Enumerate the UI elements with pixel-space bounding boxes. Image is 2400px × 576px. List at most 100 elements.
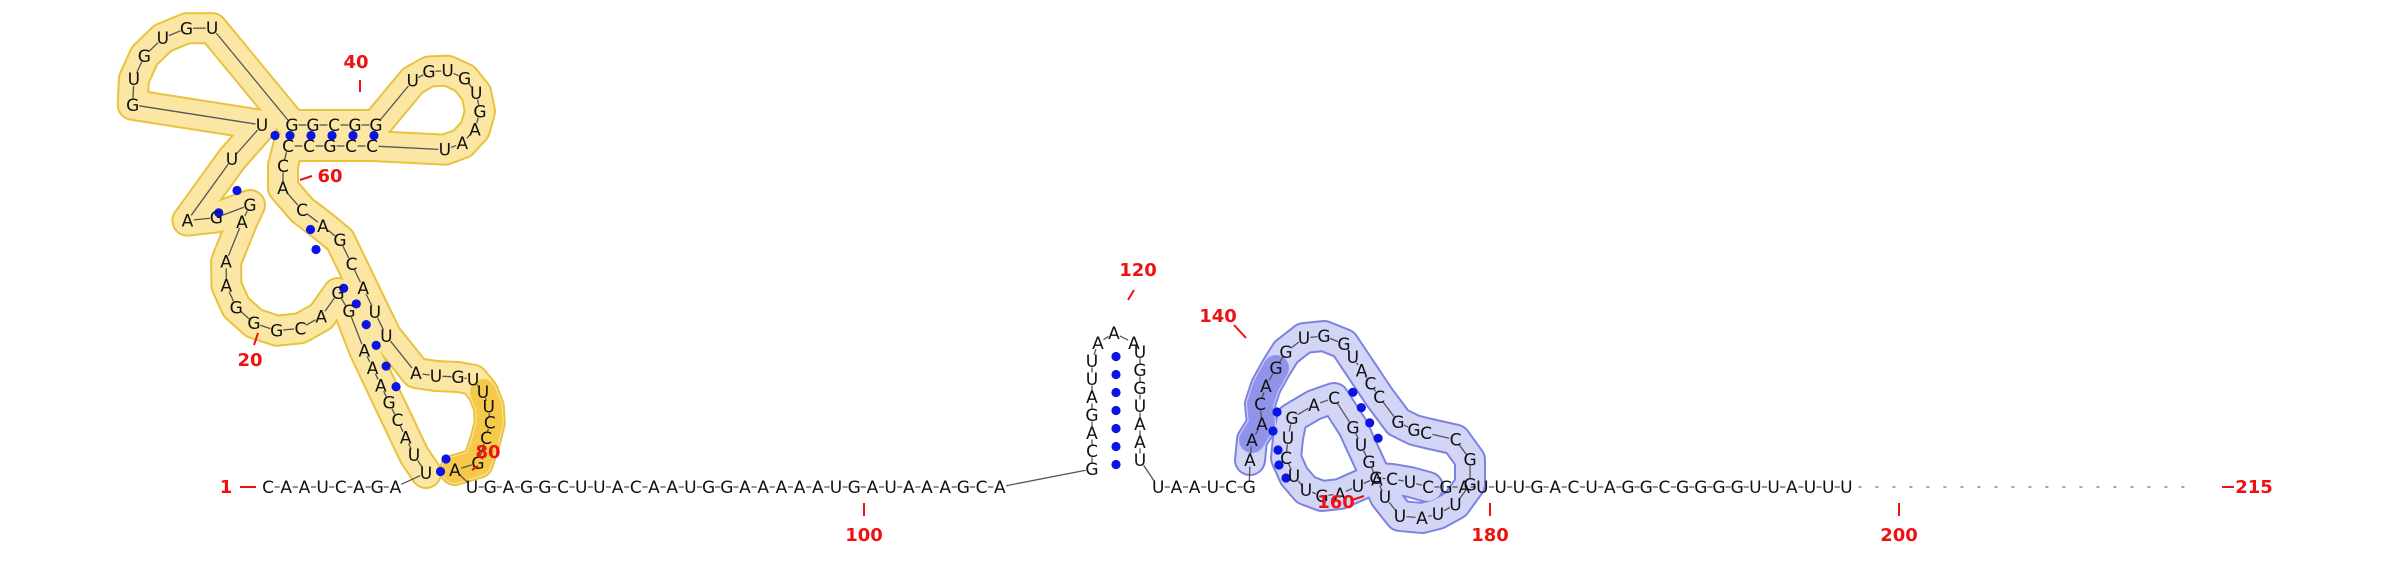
- nucleotide: U: [1134, 343, 1146, 363]
- backbone-link: [353, 269, 361, 283]
- nucleotide: A: [776, 478, 788, 498]
- nucleotide: U: [1086, 352, 1098, 372]
- nucleotide: C: [277, 157, 289, 177]
- nucleotide: G: [520, 478, 533, 498]
- nucleotide: G: [1279, 343, 1292, 363]
- nucleotide: A: [400, 429, 412, 449]
- backbone-link: [286, 192, 299, 206]
- nucleotide: U: [1767, 478, 1779, 498]
- backbone-link: [377, 317, 385, 331]
- nucleotide: A: [1786, 478, 1798, 498]
- backbone-link: [1336, 403, 1351, 423]
- nucleotide: C: [1420, 424, 1432, 444]
- nucleotide: C: [328, 116, 340, 136]
- base-pair-dot: [1111, 387, 1121, 398]
- base-pair-dot: [1365, 418, 1375, 428]
- nucleotide: A: [739, 478, 751, 498]
- nucleotide: A: [367, 359, 379, 379]
- nucleotide: G: [1712, 478, 1725, 498]
- backbone-link: [1416, 483, 1422, 486]
- backbone-link: [240, 311, 250, 320]
- backbone-link: [283, 152, 288, 160]
- nucleotide: A: [280, 478, 292, 498]
- backbone-link: [484, 397, 488, 401]
- nucleotide: A: [757, 478, 769, 498]
- backbone-link: [461, 464, 472, 469]
- nucleotide: U: [575, 478, 587, 498]
- backbone-link: [1329, 337, 1339, 343]
- nucleotide: A: [812, 478, 824, 498]
- backbone-link: [1458, 444, 1467, 455]
- nucleotide: G: [1407, 421, 1420, 441]
- backbone-link: [479, 443, 485, 458]
- base-pair-dot: [1111, 369, 1121, 380]
- backbone-link: [306, 213, 319, 223]
- nucleotide: A: [794, 478, 806, 498]
- nucleotide: G: [323, 137, 336, 157]
- nucleotide: A: [315, 308, 327, 328]
- nucleotide: A: [358, 341, 370, 361]
- position-label-180: 180: [1471, 525, 1509, 546]
- backbone-link: [1443, 506, 1451, 512]
- base-pair-dot: [1356, 403, 1366, 413]
- nucleotide: U: [477, 383, 489, 403]
- nucleotide: G: [126, 96, 139, 116]
- nucleotide: U: [1207, 478, 1219, 498]
- base-pair-dot: [311, 244, 321, 255]
- nucleotide: G: [1369, 469, 1382, 489]
- backbone-link: [1288, 463, 1292, 471]
- nucleotide: C: [1225, 478, 1237, 498]
- nucleotide: G: [285, 116, 298, 136]
- backbone-link: [466, 133, 472, 139]
- backbone-link: [1458, 489, 1467, 500]
- base-pair-dot: [1111, 459, 1121, 470]
- backbone-link: [407, 443, 412, 450]
- domain-b-fill: [1236, 322, 1484, 532]
- nucleotide: C: [345, 137, 357, 157]
- nucleotide: U: [1355, 436, 1367, 456]
- backbone-link: [453, 72, 459, 77]
- position-label-20: 20: [237, 350, 262, 371]
- nucleotide: U: [684, 478, 696, 498]
- domain-a-outline: [116, 12, 506, 489]
- nucleotide: A: [390, 478, 402, 498]
- nucleotide: G: [451, 368, 464, 388]
- backbone-link: [222, 206, 245, 216]
- base-pairs: [214, 130, 1383, 483]
- backbone-link: [1382, 401, 1395, 418]
- nucleotide: A: [503, 478, 515, 498]
- backbone-link: [476, 99, 480, 106]
- backbone-link: [1249, 446, 1253, 454]
- base-pair-dot: [1373, 433, 1383, 443]
- nucleotide: G: [458, 69, 471, 89]
- backbone-link: [1103, 335, 1109, 341]
- base-pair-dot: [327, 130, 337, 141]
- backbone-link: [417, 460, 423, 468]
- backbone-link: [389, 340, 413, 369]
- backbone-link: [422, 373, 430, 376]
- nucleotide: G: [243, 196, 256, 216]
- nucleotide: U: [483, 398, 495, 418]
- backbone-link: [1371, 467, 1375, 474]
- nucleotide: G: [1317, 327, 1330, 347]
- backbone-link: [193, 217, 210, 221]
- backbone-link: [1119, 335, 1129, 341]
- nucleotide: C: [630, 478, 642, 498]
- base-pair-dot: [214, 208, 224, 218]
- nucleotide: C: [366, 137, 378, 157]
- nucleotide: G: [333, 231, 346, 251]
- nucleotide: U: [420, 464, 432, 484]
- backbone-link: [1347, 349, 1350, 353]
- nucleotide: G: [1133, 361, 1146, 381]
- backbone-link: [459, 474, 468, 483]
- nucleotide: G: [369, 116, 382, 136]
- backbone-link: [1364, 375, 1368, 379]
- base-pair-dot: [1111, 423, 1121, 434]
- backbone-link: [1288, 424, 1292, 432]
- nucleotide: A: [1256, 415, 1268, 435]
- nucleotide: G: [138, 47, 151, 67]
- nucleotide: A: [1604, 478, 1616, 498]
- backbone-link: [350, 316, 363, 345]
- nucleotide: G: [230, 298, 243, 318]
